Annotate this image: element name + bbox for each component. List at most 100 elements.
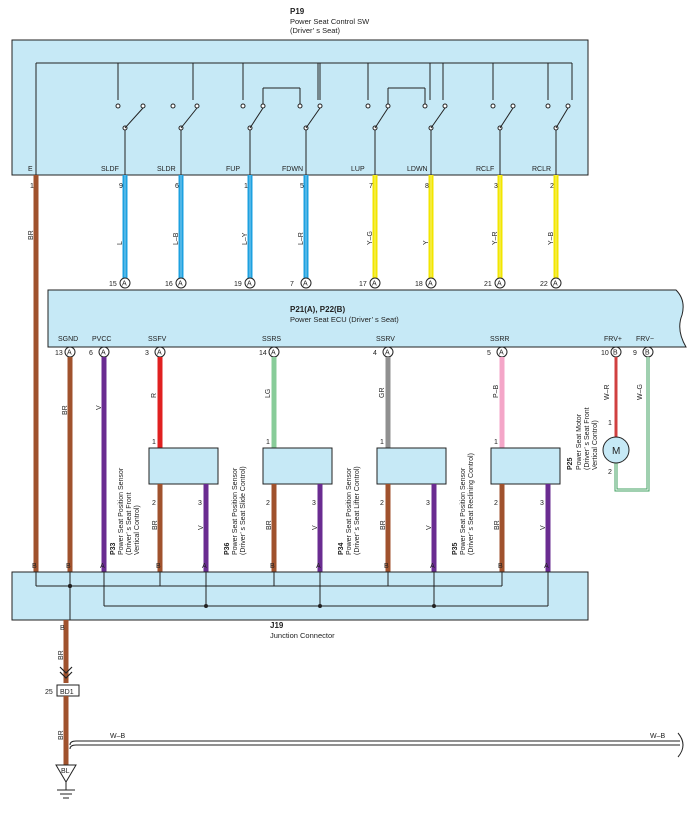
pvcc-wire-label: V	[96, 405, 103, 410]
motor-pin2: 2	[608, 469, 612, 476]
switch-terminal-label: FUP	[226, 166, 240, 173]
switch-contact	[140, 103, 146, 109]
ecu-bottom-label: SSRR	[490, 336, 509, 343]
junction-pin-label: A	[100, 563, 105, 570]
switch-sub: (Driver’ s Seat)	[290, 26, 341, 35]
switch-terminal-pin: 3	[494, 183, 498, 190]
sensor-pin3: 3	[198, 500, 202, 507]
switch-contact	[194, 103, 200, 109]
sensor-pin1: 1	[380, 439, 384, 446]
junction-box	[11, 571, 589, 621]
switch-wire-label: Y–B	[548, 231, 555, 245]
ecu-top-conn-circle	[494, 277, 506, 289]
switch-blade	[180, 107, 198, 129]
sensor-box	[490, 447, 561, 485]
switch-contact	[442, 103, 448, 109]
switch-blade	[249, 107, 264, 129]
ecu-bottom-label: SSFV	[148, 336, 167, 343]
ecu-top-pin: 21	[484, 281, 492, 288]
sensor-line2: (Driver’ s Seat Reclining Control)	[468, 453, 475, 555]
ecu-top-pin: 7	[290, 281, 294, 288]
sensor-v-label: V	[312, 525, 319, 530]
ecu-name: Power Seat ECU (Driver’ s Seat)	[290, 315, 399, 324]
ecu-top-conn-circle	[244, 277, 256, 289]
junction-pin-label: B	[66, 563, 71, 570]
sgnd-wire-label: BR	[62, 405, 69, 415]
sensor-id: P35	[452, 542, 459, 555]
sensor-v-label: V	[198, 525, 205, 530]
junction-node	[318, 604, 322, 608]
sensor-line1: Power Seat Position Sensor	[232, 467, 239, 555]
switch-contact	[545, 103, 551, 109]
junction-pin-label: A	[316, 563, 321, 570]
sensor-v-label: V	[426, 525, 433, 530]
bd1-label: BD1	[60, 689, 74, 696]
sensor-id: P34	[338, 542, 345, 555]
wb-line-2	[69, 744, 680, 750]
ground-section: B BR BD1 25 BR W–B W–B BL	[45, 620, 684, 799]
ecu-bottom-pin: 3	[145, 350, 149, 357]
ecu-top-conn-letter: A	[497, 281, 502, 288]
ecu-top-conn-letter: A	[178, 281, 183, 288]
switch-e-pin: 1	[30, 183, 34, 190]
motor-id: P25	[567, 457, 574, 470]
switch-wire-label: Y–R	[492, 231, 499, 245]
switch-wire-label: Y–G	[367, 231, 374, 245]
ecu-bottom-label: PVCC	[92, 336, 111, 343]
ecu-bottom-conn-letter: B	[613, 350, 618, 357]
switch-terminal-pin: 7	[369, 183, 373, 190]
switch-contact	[422, 103, 428, 109]
frv-minus-wire	[614, 357, 650, 492]
switch-e-label: E	[28, 166, 33, 173]
ecu-id: P21(A), P22(B)	[290, 305, 345, 314]
ecu-top-conn-circle	[369, 277, 381, 289]
junction-node	[68, 584, 72, 588]
switch-terminal-label: RCLR	[532, 166, 551, 173]
ecu-bottom-pin: 14	[259, 350, 267, 357]
sensor-v-label: V	[540, 525, 547, 530]
switch-contact	[170, 103, 176, 109]
switch-blade	[124, 107, 144, 129]
sensor-pin2: 2	[152, 500, 156, 507]
sensor-signal-label: GR	[379, 388, 386, 399]
ecu-bottom-label: FRV−	[636, 336, 654, 343]
switch-contact	[260, 103, 266, 109]
junction-pin-label: B	[156, 563, 161, 570]
sensor-id: P33	[110, 542, 117, 555]
ecu-bottom-label: SGND	[58, 336, 78, 343]
switch-blade	[555, 107, 569, 129]
junction-id: J19	[270, 621, 284, 630]
switch-wire-label: Y	[423, 240, 430, 245]
frv-minus-stripe	[615, 357, 649, 491]
switch-terminals: BRSLDF9L15ASLDFSLDR6L–B16ASLDRFUP10L–Y19…	[28, 166, 565, 572]
switch-contact	[510, 103, 516, 109]
sensor-line3: Vertical Control)	[134, 505, 141, 555]
ecu-top-conn-circle	[119, 277, 131, 289]
sensor-signal-label: LG	[265, 389, 272, 398]
ecu-bottom-conn-letter: A	[499, 350, 504, 357]
switch-terminal-pin: 2	[550, 183, 554, 190]
sensor-line2: (Driver’ s Seat Lifter Control)	[354, 466, 361, 555]
motor-symbol-label: M	[612, 446, 620, 457]
ecu-bottom-conn-letter: A	[67, 350, 72, 357]
sensor-box	[148, 447, 219, 485]
junction-pin-label: B	[498, 563, 503, 570]
sensor-pin2: 2	[266, 500, 270, 507]
junction-pin-label: A	[430, 563, 435, 570]
motor-line2: (Driver’ s Seat Front	[584, 407, 591, 470]
junction-name: Junction Connector	[270, 631, 335, 640]
ground-br2: BR	[58, 730, 65, 740]
ecu-top-conn-letter: A	[247, 281, 252, 288]
ecu-top-conn-letter: A	[303, 281, 308, 288]
switch-terminal-label: LDWN	[407, 166, 428, 173]
junction-pin-label: A	[202, 563, 207, 570]
ecu-bottom-conn-letter: B	[645, 350, 650, 357]
switch-terminal-label: SLDR	[157, 166, 176, 173]
ecu-top-conn-letter: A	[428, 281, 433, 288]
switch-id: P19	[290, 7, 305, 16]
ecu-bottom-conn-letter: A	[385, 350, 390, 357]
switch-blade	[430, 107, 446, 129]
